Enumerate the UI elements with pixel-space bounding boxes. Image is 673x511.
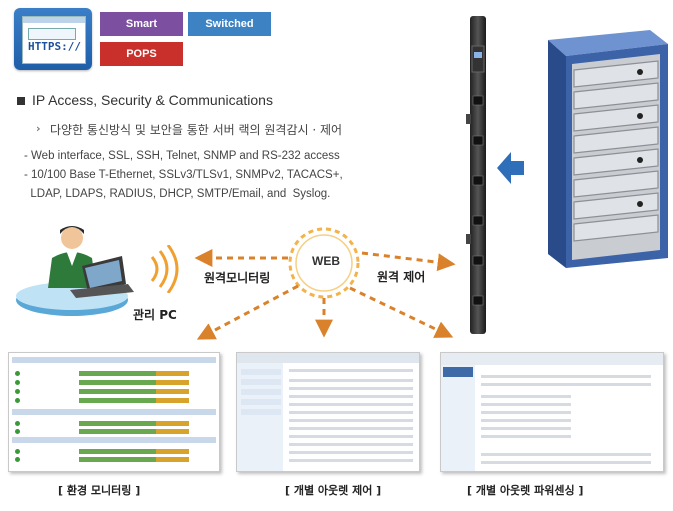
remote-control-label: 원격 제어: [377, 270, 426, 284]
outlet-power-sensing-screenshot: [440, 352, 664, 472]
feature-line-2: - 10/100 Base T-Ethernet, SSLv3/TLSv1, S…: [24, 169, 343, 181]
person-at-laptop-icon: [16, 226, 134, 316]
arrow-left-icon: [497, 152, 524, 184]
server-rack-icon: [548, 30, 668, 268]
feature-line-3: LDAP, LDAPS, RADIUS, DHCP, SMTP/Email, a…: [24, 188, 331, 200]
smart-tag: Smart: [100, 12, 183, 36]
https-label: HTTPS://: [28, 40, 81, 53]
web-label: WEB: [312, 254, 340, 268]
pdu-strip-icon: [466, 16, 486, 334]
caption-outlet-control: [ 개별 아웃렛 제어 ]: [285, 484, 382, 497]
switched-tag: Switched: [188, 12, 271, 36]
browser-window-graphic: [22, 16, 86, 64]
cloud-ring-icon: [288, 227, 360, 299]
environment-monitoring-screenshot: [8, 352, 220, 472]
section-subheader: 다양한 통신방식 및 보안을 통한 서버 랙의 원격감시 · 제어: [50, 123, 343, 137]
address-bar-graphic: [28, 28, 76, 40]
caption-environment-monitoring: [ 환경 모니터링 ]: [58, 484, 141, 497]
outlet-control-screenshot: [236, 352, 420, 472]
feature-line-1: - Web interface, SSL, SSH, Telnet, SNMP …: [24, 150, 340, 162]
pops-tag: POPS: [100, 42, 183, 66]
admin-pc-label: 관리 PC: [133, 308, 177, 322]
chevron-right-icon: ›: [36, 122, 41, 135]
caption-outlet-power-sensing: [ 개별 아웃렛 파워센싱 ]: [467, 484, 584, 497]
section-header: IP Access, Security & Communications: [32, 92, 273, 108]
remote-monitoring-label: 원격모니터링: [204, 271, 271, 285]
header-bullet: [17, 97, 25, 105]
wireless-signal-icon: [150, 245, 179, 293]
https-window-icon: HTTPS://: [14, 8, 92, 70]
